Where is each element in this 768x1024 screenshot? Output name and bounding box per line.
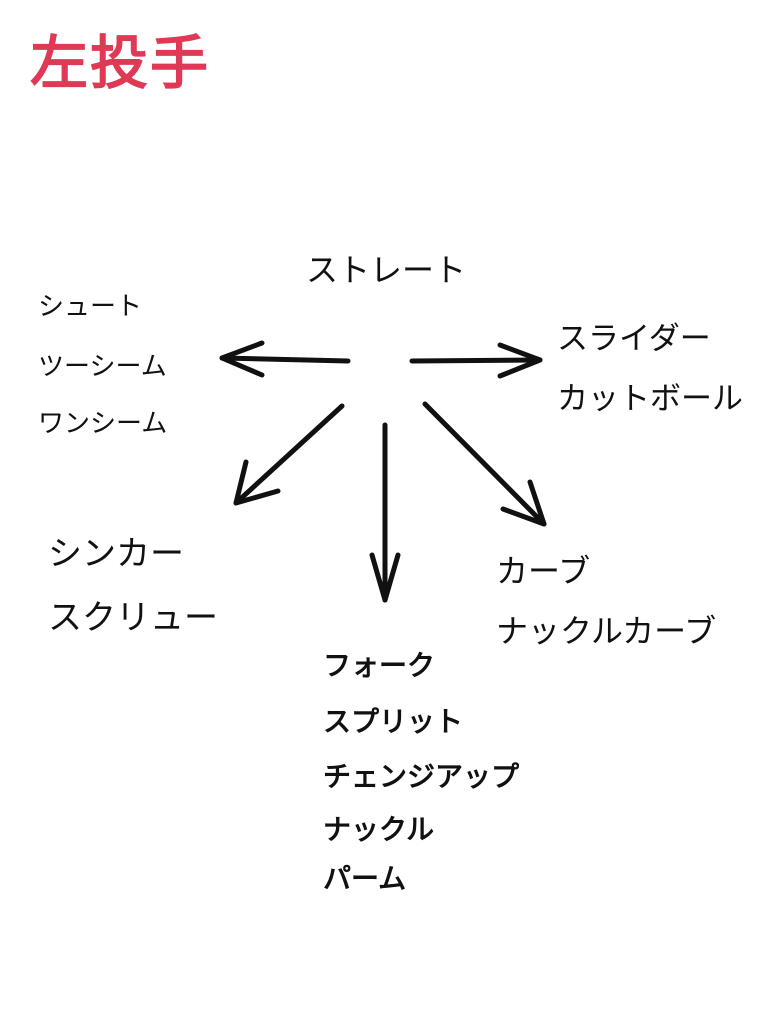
arrow-down [369,422,401,603]
label-shoot: シュート [38,292,143,322]
page-title: 左投手 [30,29,211,97]
label-curve: カーブ [496,552,591,590]
label-fork: フォーク [323,649,436,682]
label-screw: スクリュー [48,598,218,638]
label-sinker: シンカー [48,534,184,574]
label-change-up: チェンジアップ [323,760,520,793]
arrow-left [219,340,351,378]
arrow-lower-left [233,403,345,506]
label-slider: スライダー [557,321,711,357]
label-straight: ストレート [306,251,467,289]
label-two-seam: ツーシーム [38,352,167,382]
label-split: スプリット [323,705,464,738]
label-cut-ball: カットボール [557,381,743,417]
label-knuckle-curve: ナックルカーブ [496,612,717,650]
label-one-seam: ワンシーム [38,409,168,439]
arrow-lower-right [422,401,547,527]
label-palm: パーム [323,862,407,895]
label-knuckle: ナックル [323,813,435,846]
arrow-right [409,342,543,379]
